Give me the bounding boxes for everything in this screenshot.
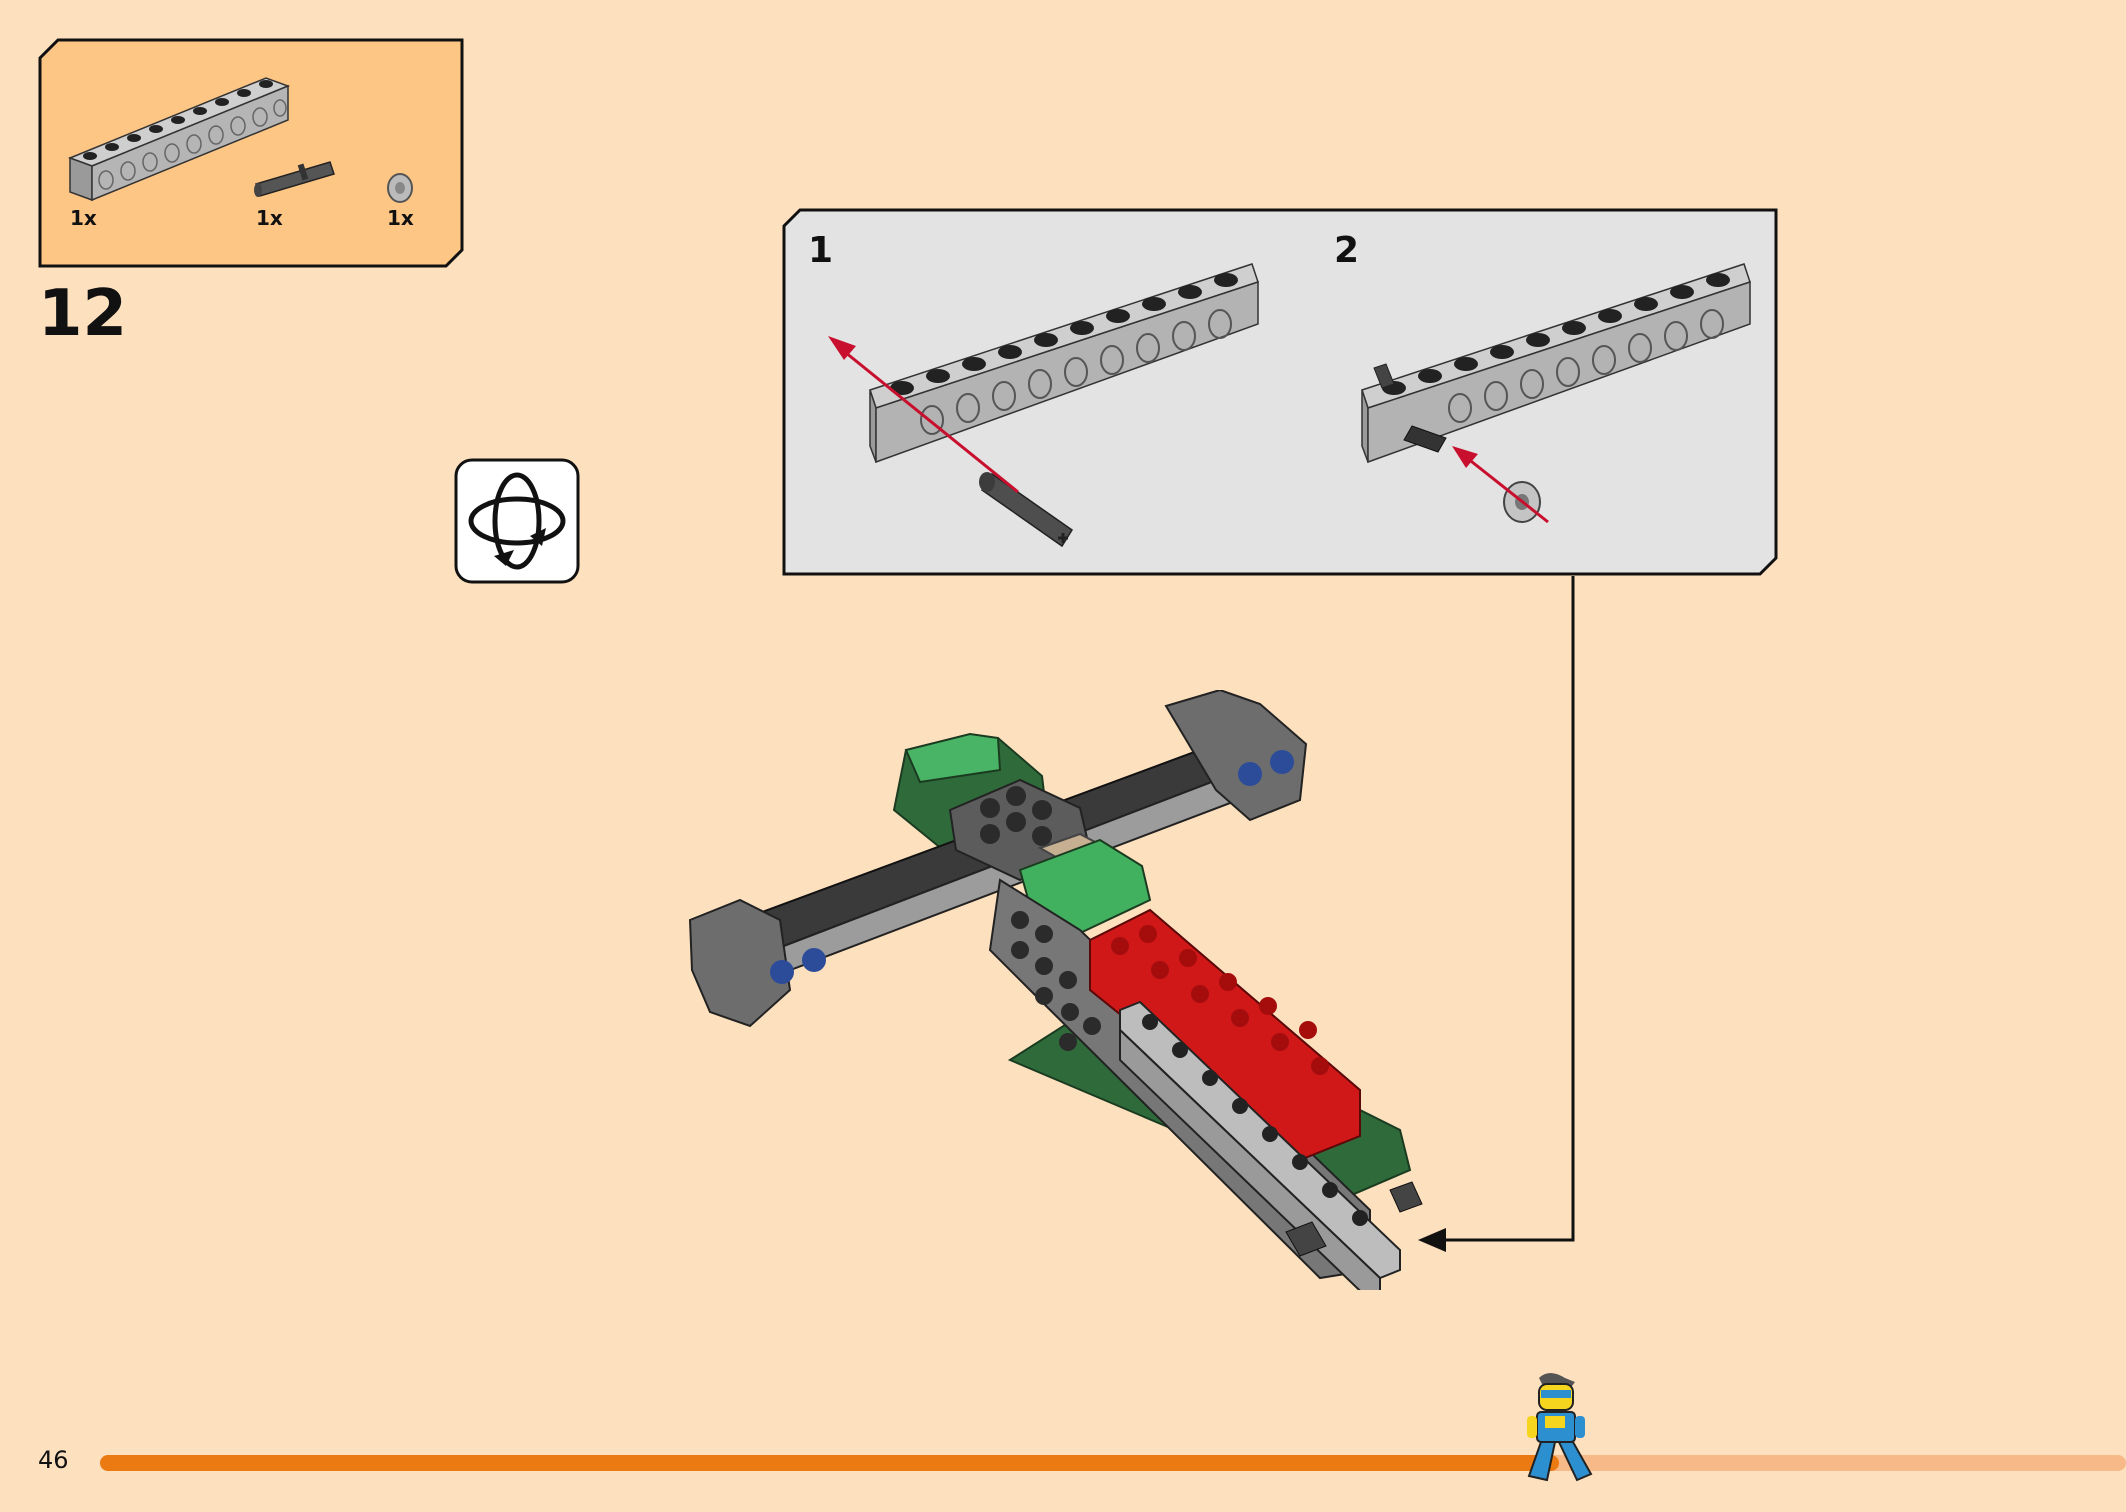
sub-step-2-arrow [1452,446,1549,524]
sub-step-number: 1 [808,230,834,271]
sub-step-1-arrow [828,336,1019,494]
part-qty: 1x [70,206,97,230]
parts-list-frame [38,38,464,268]
right-bracket [1164,688,1308,822]
sub-step-2-beam [1361,263,1751,464]
sub-step-number: 2 [1334,230,1360,271]
sub-step-panel: 1 2 [782,208,1778,576]
sub-step-1-pin [979,472,1074,548]
sub-step-2-pin [1373,363,1447,453]
sub-step-panel-frame [782,208,1778,576]
page-number: 46 [38,1446,69,1474]
technic-beam-part [67,77,291,202]
part-qty: 1x [256,206,283,230]
red-bricks [1089,908,1361,1162]
progress-fill [100,1455,1559,1471]
minifigure-progress-marker [1519,1370,1599,1486]
parts-list-box: 1x 1x 1x [38,38,466,268]
front-beam [1119,1000,1423,1313]
technic-pin-part [254,161,335,197]
main-model-assembly [680,688,1440,1313]
rotate-model-icon [454,458,580,584]
part-qty: 1x [387,206,414,230]
bush-part [387,173,413,203]
sub-step-1-beam [869,263,1259,464]
left-bracket [688,898,826,1028]
step-number: 12 [38,277,128,351]
